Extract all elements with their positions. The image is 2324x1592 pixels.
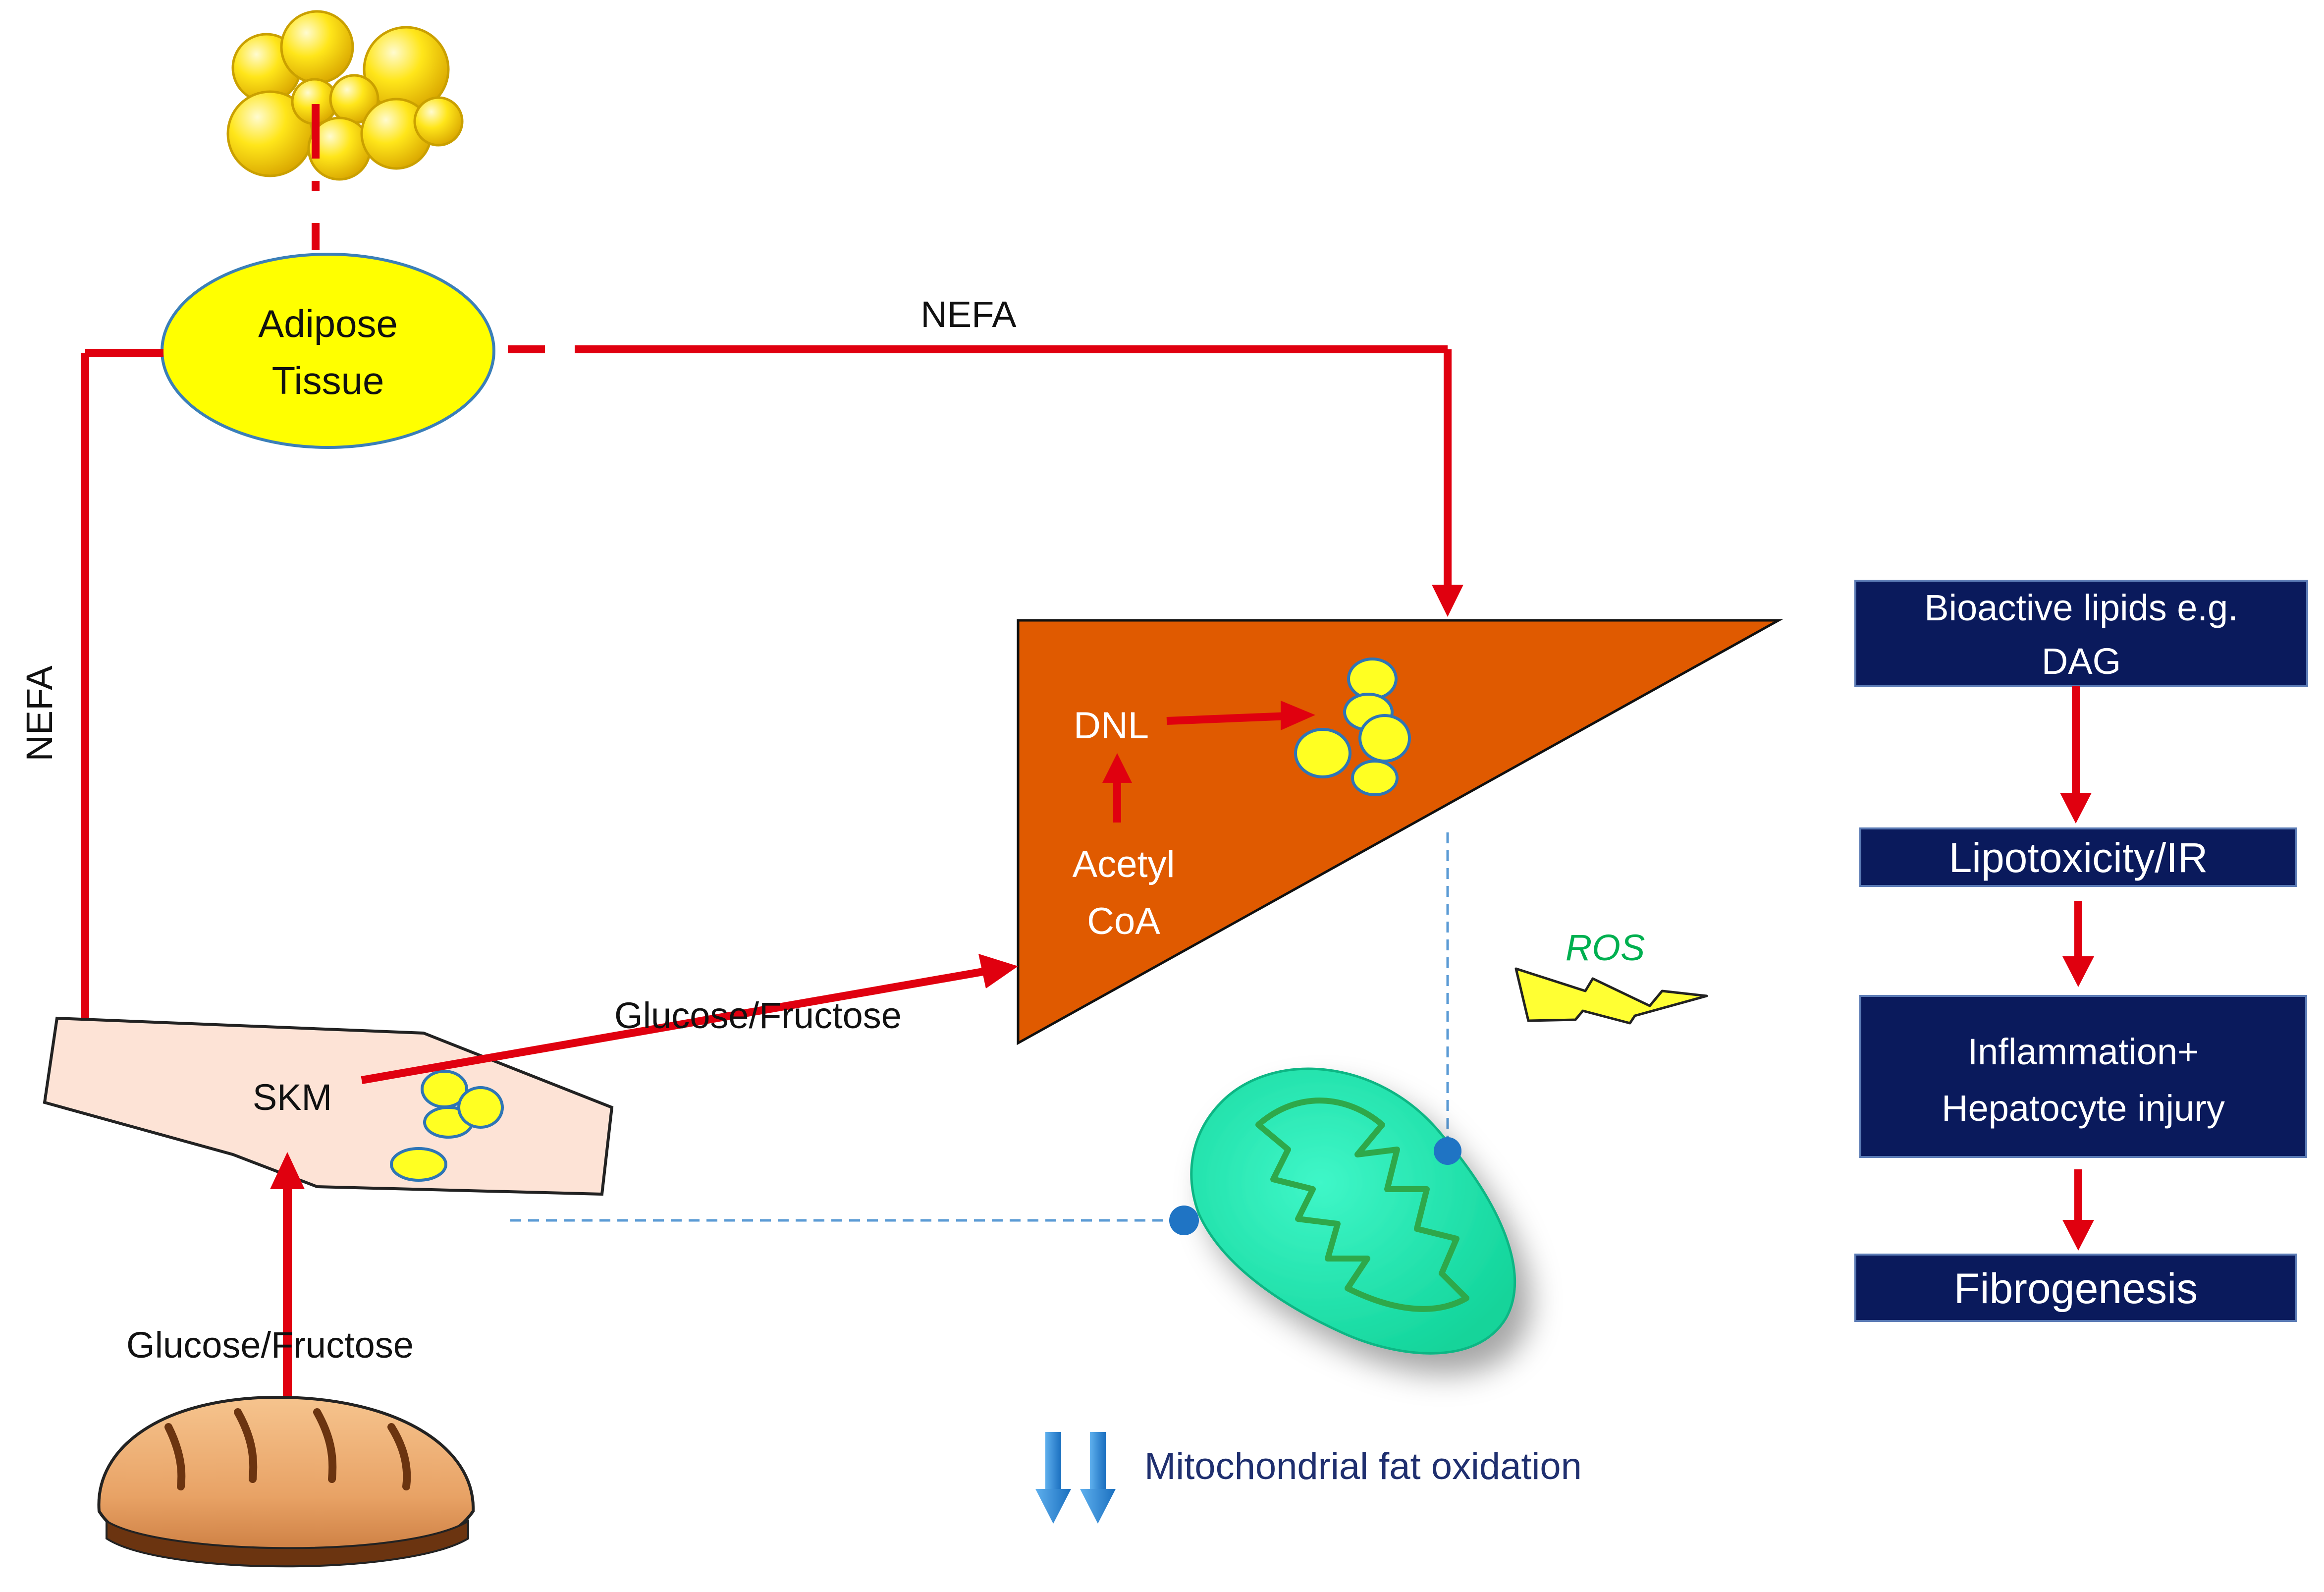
cascade-arrowhead-1 [2060,793,2092,823]
cascade-box3-line1: Inflammation+ [1968,1031,2199,1072]
cascade-box3-line2: Hepatocyte injury [1942,1088,2225,1129]
acetyl-label-1: Acetyl [1073,843,1175,885]
cascade-box1-line2: DAG [2042,641,2121,682]
skm-to-liver-arrow [361,967,987,1084]
liver-fat-droplets [1294,658,1411,796]
nefa-left-label: NEFA [19,665,60,762]
skm-to-liver-arrowhead [978,954,1018,988]
dnl-label: DNL [1074,705,1149,747]
nefa-skm-arrow [81,349,163,1060]
mito-fat-oxidation-label: Mitochondrial fat oxidation [1144,1445,1582,1487]
acetyl-label-2: CoA [1087,900,1160,942]
acetyl-to-dnl-arrowhead [1102,753,1132,783]
cascade-box-inflammation [1859,995,2307,1158]
glucose-fructose-mid-label: Glucose/Fructose [614,995,902,1036]
cascade-box1-line1: Bioactive lipids e.g. [1924,587,2238,628]
nefa-liver-arrow [508,345,1452,590]
cascade-arrowhead-2 [2062,956,2094,987]
dnl-to-lipids-arrowhead [1281,701,1315,730]
ros-label: ROS [1566,927,1645,968]
nefa-top-label: NEFA [920,294,1017,335]
double-down-arrow-icon [1035,1432,1116,1524]
glucose-fructose-bottom-label: Glucose/Fructose [126,1324,414,1366]
nefa-liver-arrowhead [1432,585,1463,617]
cascade-arrowhead-3 [2062,1220,2094,1251]
fat-droplets-icon [226,10,464,181]
mitochondrion-icon [1169,1067,1516,1355]
adipose-label-1: Adipose [258,302,398,345]
adipose-label-2: Tissue [272,359,384,402]
adipose-tissue-node [161,253,495,449]
dnl-to-lipids-arrow [1166,712,1289,725]
cascade-box4-label: Fibrogenesis [1954,1265,2198,1313]
bread-to-skm-arrowhead [270,1152,305,1189]
liver-triangle [1017,619,1784,1045]
skm-label: SKM [253,1077,332,1118]
bread-icon [97,1395,475,1568]
ros-lightning-icon [1514,967,1708,1025]
cascade-box2-label: Lipotoxicity/IR [1949,834,2208,881]
cascade-box-bioactive-lipids [1854,580,2308,687]
cascade-box-lipotoxicity [1859,827,2297,887]
skm-fat-droplets [390,1070,504,1182]
cascade-box-fibrogenesis [1854,1254,2297,1322]
